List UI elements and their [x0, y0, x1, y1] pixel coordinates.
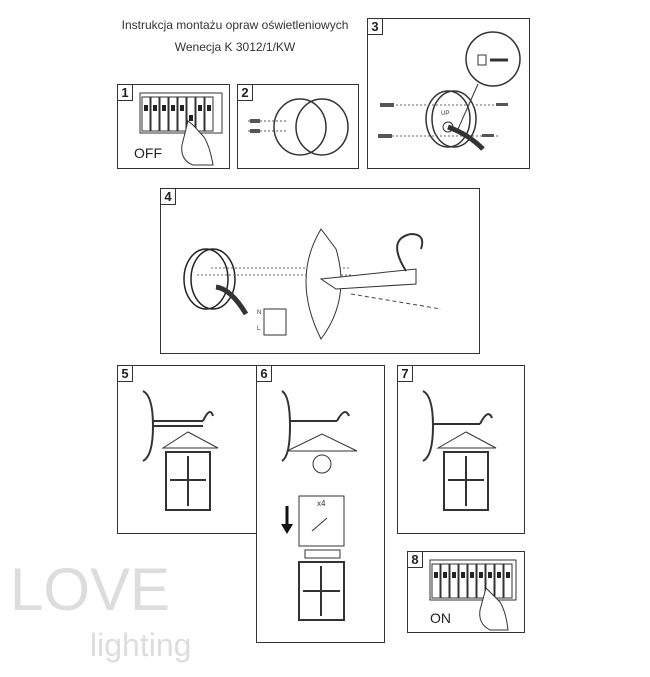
breaker-panel-illustration [429, 559, 517, 631]
lantern-close-illustration [422, 390, 497, 511]
bulb-and-glass-illustration [281, 390, 358, 621]
title-line-1: Instrukcja montażu opraw oświetleniowych [121, 18, 349, 32]
love-lighting-watermark: LOVE lighting [10, 556, 191, 663]
svg-text:lighting: lighting [90, 627, 191, 663]
terminal-n-label: N [257, 310, 262, 316]
wiring-assembly-illustration [183, 228, 442, 340]
step-number: 2 [237, 84, 253, 101]
breaker-panel-illustration [139, 92, 223, 166]
step-4-panel: 4 N L [160, 188, 480, 354]
step-number: 3 [367, 18, 383, 35]
lantern-attach-illustration [142, 390, 219, 511]
up-label: UP [441, 111, 450, 117]
step-number: 7 [397, 365, 413, 382]
svg-text:LOVE: LOVE [10, 556, 170, 623]
step-number: 5 [117, 365, 133, 382]
step-1-panel: 1 OFF [117, 84, 230, 169]
step-number: 4 [160, 188, 176, 205]
step-7-panel: 7 [397, 365, 525, 534]
step-number: 8 [407, 551, 423, 568]
off-label: OFF [134, 145, 162, 161]
title-line-2: Wenecja K 3012/1/KW [174, 40, 296, 54]
mounting-plate-illustration [248, 98, 349, 156]
step-5-panel: 5 [117, 365, 259, 534]
step-number: 1 [117, 84, 133, 101]
on-label: ON [430, 610, 451, 626]
step-number: 6 [256, 365, 272, 382]
x4-label: x4 [317, 499, 326, 508]
step-3-panel: 3 UP [367, 18, 530, 169]
step-2-panel: 2 [237, 84, 359, 169]
step-6-panel: 6 x4 [256, 365, 385, 643]
step-8-panel: 8 ON [407, 551, 525, 633]
wall-mounting-illustration [378, 31, 521, 151]
terminal-l-label: L [257, 326, 261, 332]
